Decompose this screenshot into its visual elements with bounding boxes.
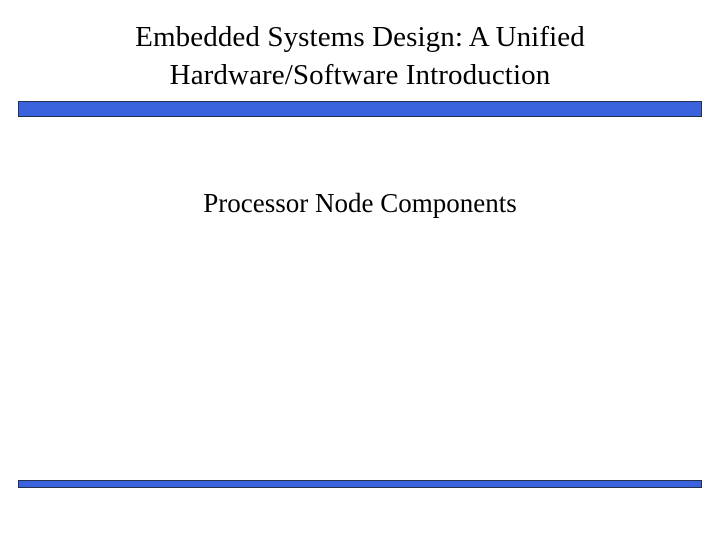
- slide-content-area: [18, 232, 702, 476]
- footer-divider-rule: [18, 480, 702, 488]
- title-divider-rule: [18, 101, 702, 117]
- slide-title-line-1: Embedded Systems Design: A Unified: [135, 21, 585, 53]
- slide-title: Embedded Systems Design: A Unified Hardw…: [36, 18, 684, 94]
- slide-body: Processor Node Components: [36, 186, 684, 220]
- slide-title-line-2: Hardware/Software Introduction: [169, 59, 551, 91]
- slide-body-heading: Processor Node Components: [203, 188, 517, 218]
